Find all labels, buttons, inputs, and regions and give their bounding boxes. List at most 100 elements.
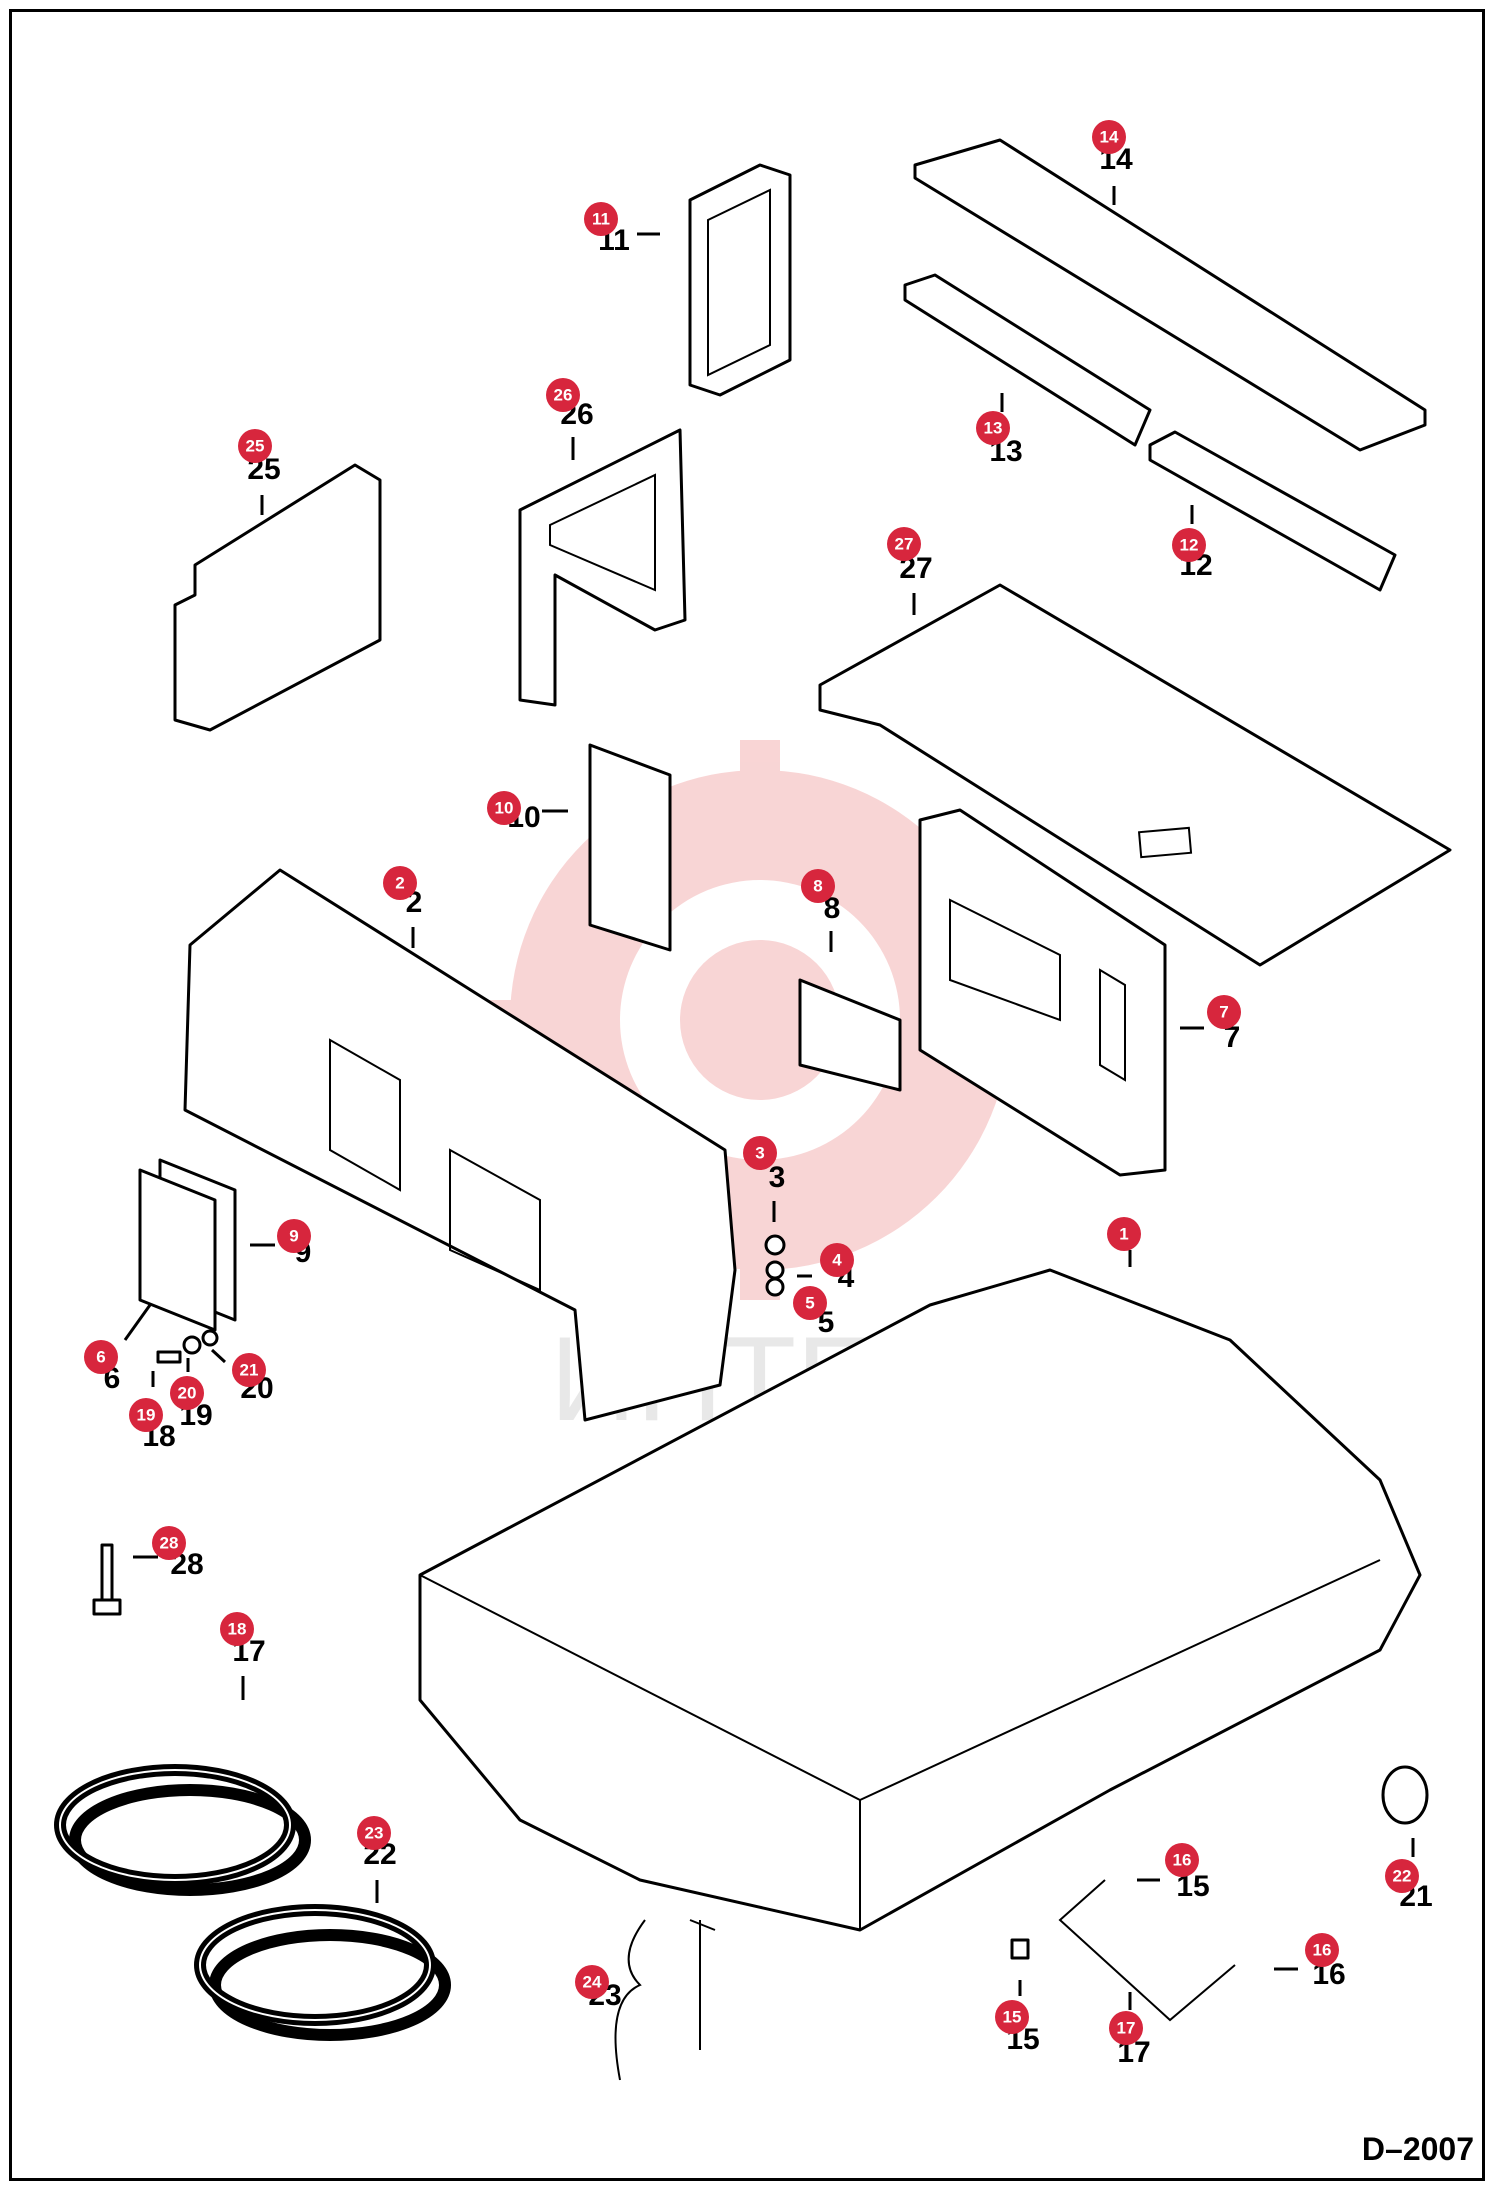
- part-14-panel: [913, 138, 1427, 452]
- callout-marker-25[interactable]: 25: [238, 429, 272, 463]
- callout-marker-number: 16: [1173, 1851, 1192, 1870]
- callout-marker-12[interactable]: 12: [1172, 528, 1206, 562]
- callout-marker-circle: [820, 1243, 854, 1277]
- callout-marker-number: 26: [554, 386, 573, 405]
- callout-marker-26[interactable]: 26: [546, 378, 580, 412]
- callout-marker-circle: [793, 1286, 827, 1320]
- callout-marker-16b[interactable]: 16: [1305, 1933, 1339, 1967]
- callout-marker-circle: [887, 527, 921, 561]
- callout-marker-circle: [487, 791, 521, 825]
- callout-marker-circle: [84, 1340, 118, 1374]
- callout-marker-number: 15: [1003, 2008, 1022, 2027]
- callout-marker-number: 25: [246, 437, 265, 456]
- callout-marker-circle: [1385, 1859, 1419, 1893]
- callout-marker-number: 8: [813, 877, 822, 896]
- callout-marker-number: 18: [228, 1620, 247, 1639]
- part-13-panel: [903, 273, 1152, 447]
- callout-marker-15[interactable]: 15: [995, 2000, 1029, 2034]
- callout-marker-number: 13: [984, 419, 1003, 438]
- callout-marker-21[interactable]: 21: [232, 1353, 266, 1387]
- callout-marker-1[interactable]: 1: [1107, 1217, 1141, 1251]
- callout-marker-28[interactable]: 28: [152, 1526, 186, 1560]
- callout-marker-number: 27: [895, 535, 914, 554]
- callout-marker-number: 16: [1313, 1941, 1332, 1960]
- callout-marker-number: 28: [160, 1534, 179, 1553]
- callout-marker-circle: [976, 411, 1010, 445]
- part-20-washer: [182, 1335, 202, 1355]
- callout-marker-number: 11: [592, 210, 610, 229]
- callout-marker-number: 23: [365, 1824, 384, 1843]
- part-27-floor-panel: [818, 583, 1452, 967]
- callout-marker-circle: [1165, 1843, 1199, 1877]
- callout-marker-6[interactable]: 6: [84, 1340, 118, 1374]
- printed-number-7: 7: [1224, 1021, 1241, 1054]
- part-15-fitting: [1010, 1938, 1030, 1960]
- callout-marker-circle: [383, 866, 417, 900]
- callout-marker-5[interactable]: 5: [793, 1286, 827, 1320]
- callout-marker-circle: [743, 1136, 777, 1170]
- callout-marker-number: 24: [583, 1973, 602, 1992]
- callout-marker-circle: [1107, 1217, 1141, 1251]
- callout-marker-3[interactable]: 3: [743, 1136, 777, 1170]
- callout-marker-number: 6: [96, 1348, 105, 1367]
- callout-marker-circle: [584, 202, 618, 236]
- part-8-block: [798, 978, 902, 1092]
- callout-marker-9[interactable]: 9: [277, 1219, 311, 1253]
- callout-marker-18[interactable]: 18: [220, 1612, 254, 1646]
- callout-marker-4[interactable]: 4: [820, 1243, 854, 1277]
- part-17-line: [1058, 1879, 1236, 2022]
- callout-marker-number: 3: [755, 1144, 764, 1163]
- part-2-cover: [183, 868, 737, 1422]
- callout-marker-13[interactable]: 13: [976, 411, 1010, 445]
- callout-marker-number: 12: [1180, 536, 1199, 555]
- part-18-hose: [54, 1764, 311, 1896]
- callout-marker-22[interactable]: 22: [1385, 1859, 1419, 1893]
- callout-marker-number: 2: [395, 874, 404, 893]
- part-11-frame: [688, 163, 792, 397]
- printed-number-3: 3: [769, 1161, 786, 1194]
- callout-marker-number: 22: [1393, 1867, 1412, 1886]
- part-19-screw: [156, 1350, 182, 1364]
- callout-marker-circle: [357, 1816, 391, 1850]
- part-12-panel: [1148, 430, 1397, 592]
- callout-marker-number: 4: [832, 1251, 842, 1270]
- callout-marker-2[interactable]: 2: [383, 866, 417, 900]
- callout-marker-16a[interactable]: 16: [1165, 1843, 1199, 1877]
- callout-marker-circle: [1092, 120, 1126, 154]
- callout-marker-number: 14: [1100, 128, 1119, 147]
- callout-marker-20[interactable]: 20: [170, 1376, 204, 1410]
- callout-marker-number: 1: [1119, 1225, 1128, 1244]
- callout-marker-circle: [1305, 1933, 1339, 1967]
- callout-marker-number: 21: [240, 1361, 259, 1380]
- callout-marker-19[interactable]: 19: [129, 1398, 163, 1432]
- callout-marker-circle: [1109, 2011, 1143, 2045]
- callout-marker-24[interactable]: 24: [575, 1965, 609, 1999]
- callout-marker-number: 17: [1117, 2019, 1136, 2038]
- callout-marker-number: 20: [178, 1384, 197, 1403]
- printed-number-8: 8: [824, 892, 841, 925]
- callout-marker-23[interactable]: 23: [357, 1816, 391, 1850]
- callout-marker-number: 5: [805, 1294, 814, 1313]
- callout-marker-8[interactable]: 8: [801, 869, 835, 903]
- callout-marker-circle: [220, 1612, 254, 1646]
- part-4-washer: [765, 1260, 785, 1280]
- callout-marker-27[interactable]: 27: [887, 527, 921, 561]
- callout-marker-17[interactable]: 17: [1109, 2011, 1143, 2045]
- callout-marker-10[interactable]: 10: [487, 791, 521, 825]
- callout-marker-circle: [995, 2000, 1029, 2034]
- part-1-base-frame: [418, 1268, 1422, 1932]
- callout-marker-number: 9: [289, 1227, 298, 1246]
- callout-marker-circle: [801, 869, 835, 903]
- part-21-washer: [201, 1329, 219, 1347]
- callout-marker-number: 10: [495, 799, 514, 818]
- callout-marker-14[interactable]: 14: [1092, 120, 1126, 154]
- leader-lines: [123, 186, 1415, 2010]
- part-28-bolt: [92, 1543, 122, 1616]
- callout-marker-circle: [1172, 528, 1206, 562]
- callout-marker-11[interactable]: 11: [584, 202, 618, 236]
- callout-marker-7[interactable]: 7: [1207, 995, 1241, 1029]
- callout-marker-circle: [170, 1376, 204, 1410]
- diagram-frame: [9, 9, 1485, 2181]
- part-25-panel: [173, 463, 382, 732]
